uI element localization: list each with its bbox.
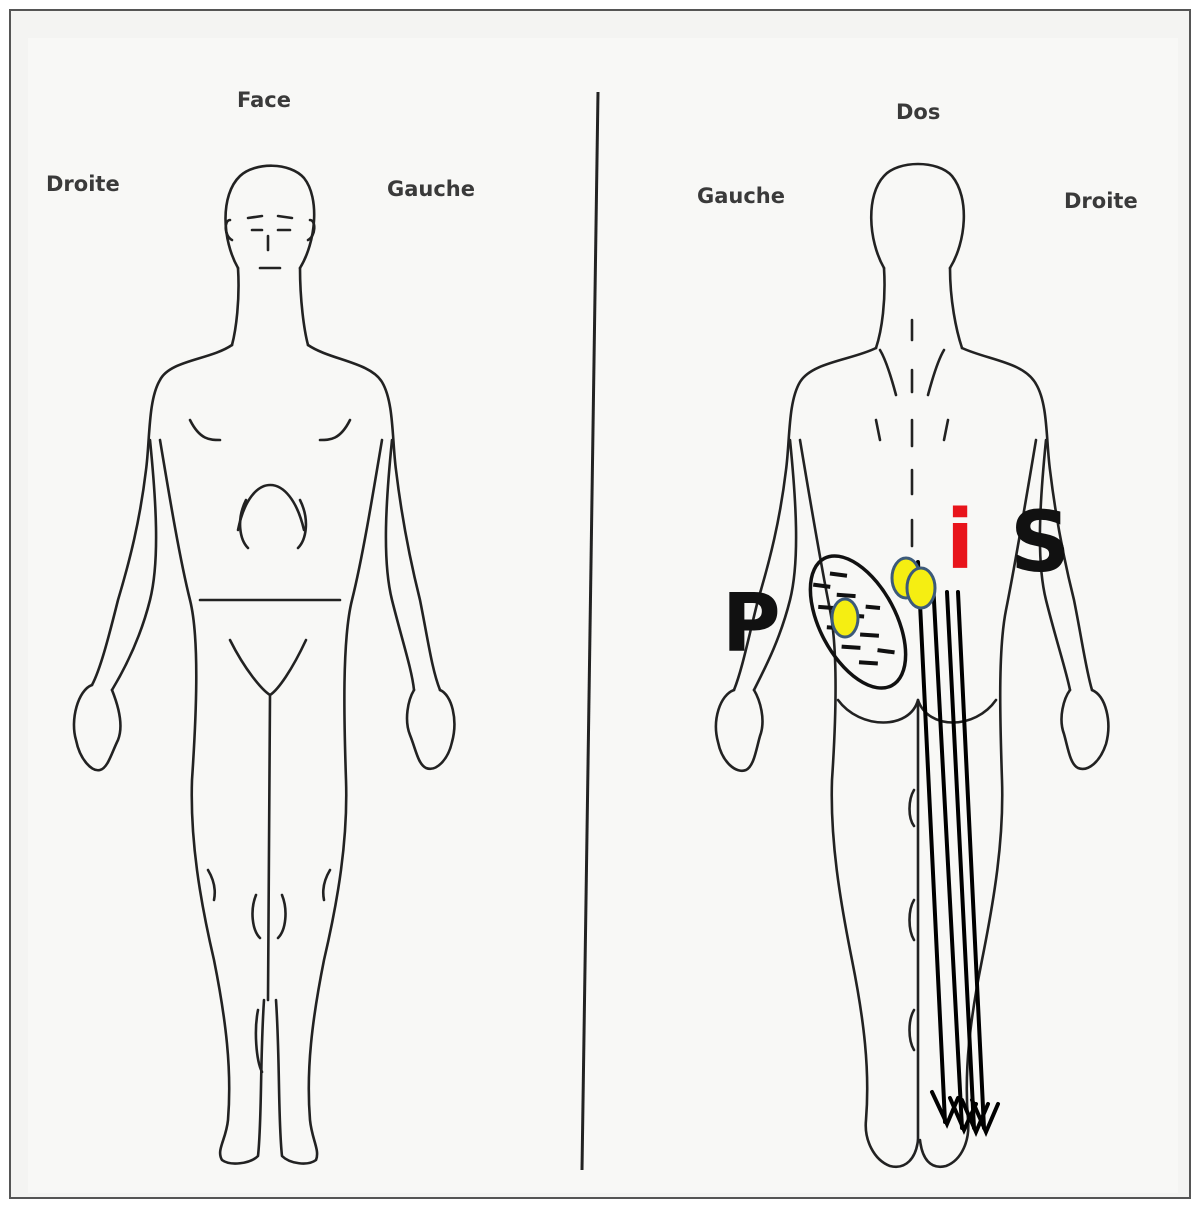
center-divider (582, 92, 598, 1170)
arrow-line-1 (918, 562, 945, 1122)
back-right-hand (1062, 690, 1109, 769)
label-face: Face (237, 88, 291, 112)
yellow-dot-3 (907, 568, 935, 608)
label-droite-front: Droite (46, 172, 120, 196)
label-gauche-back: Gauche (697, 184, 785, 208)
marker-i: i (946, 500, 974, 582)
radiation-arrows (918, 562, 998, 1132)
back-head (871, 164, 964, 268)
front-body-figure (74, 166, 454, 1164)
marker-p: P (722, 584, 781, 664)
arrow-line-2 (933, 582, 962, 1128)
yellow-dot-1 (832, 599, 858, 637)
label-gauche-front: Gauche (387, 177, 475, 201)
marker-s: S (1010, 500, 1071, 584)
front-head (226, 166, 315, 268)
label-droite-back: Droite (1064, 189, 1138, 213)
label-dos: Dos (896, 100, 940, 124)
front-left-hand (407, 690, 454, 769)
front-right-hand (74, 685, 121, 770)
back-left-hand (716, 690, 763, 771)
front-torso (92, 345, 440, 690)
